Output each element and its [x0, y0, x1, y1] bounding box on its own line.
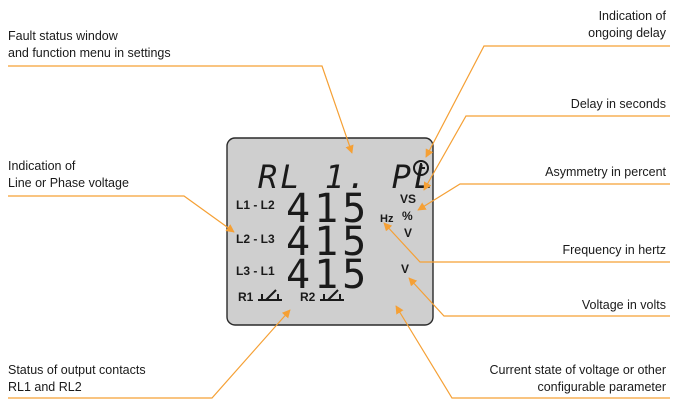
relay2-label: R2 [300, 290, 316, 304]
row3-value: 415 [286, 252, 370, 298]
leader-voltage-volts [408, 277, 670, 317]
row2-label: L2 - L3 [236, 232, 275, 246]
leader-delay-seconds [423, 115, 670, 191]
leader-ongoing-delay [425, 45, 670, 158]
label-ongoing-delay: Indication of ongoing delay [588, 9, 666, 40]
label-asymmetry: Asymmetry in percent [545, 165, 666, 179]
label-current-state: Current state of voltage or other config… [489, 363, 666, 394]
row2-value: 415 [286, 219, 370, 265]
unit-percent: % [402, 209, 413, 223]
label-fault-status: Fault status window and function menu in… [8, 29, 171, 60]
relay1-label: R1 [238, 290, 254, 304]
row3-label: L3 - L1 [236, 264, 275, 278]
relay-contact-icon [258, 289, 282, 301]
unit-v2: V [401, 262, 409, 276]
leader-line-phase [8, 195, 235, 233]
leader-current-state [395, 305, 670, 399]
label-frequency: Frequency in hertz [562, 243, 666, 257]
leader-asymmetry [417, 183, 670, 211]
unit-v1: V [404, 226, 412, 240]
relay-contact-icon [320, 289, 344, 301]
lcd-top-text: RL 1. PL [258, 158, 436, 196]
clock-icon [413, 160, 429, 176]
leader-frequency [383, 222, 670, 263]
leader-output-contacts [8, 309, 291, 399]
label-output-contacts: Status of output contacts RL1 and RL2 [8, 363, 146, 394]
label-voltage-volts: Voltage in volts [581, 298, 666, 312]
leader-fault-status [8, 65, 354, 154]
label-line-phase: Indication of Line or Phase voltage [8, 159, 129, 190]
row1-label: L1 - L2 [236, 198, 275, 212]
label-delay-seconds: Delay in seconds [570, 97, 666, 111]
row1-value: 415 [286, 186, 370, 232]
unit-hz: Hz [380, 213, 394, 225]
unit-vs: VS [400, 192, 416, 206]
